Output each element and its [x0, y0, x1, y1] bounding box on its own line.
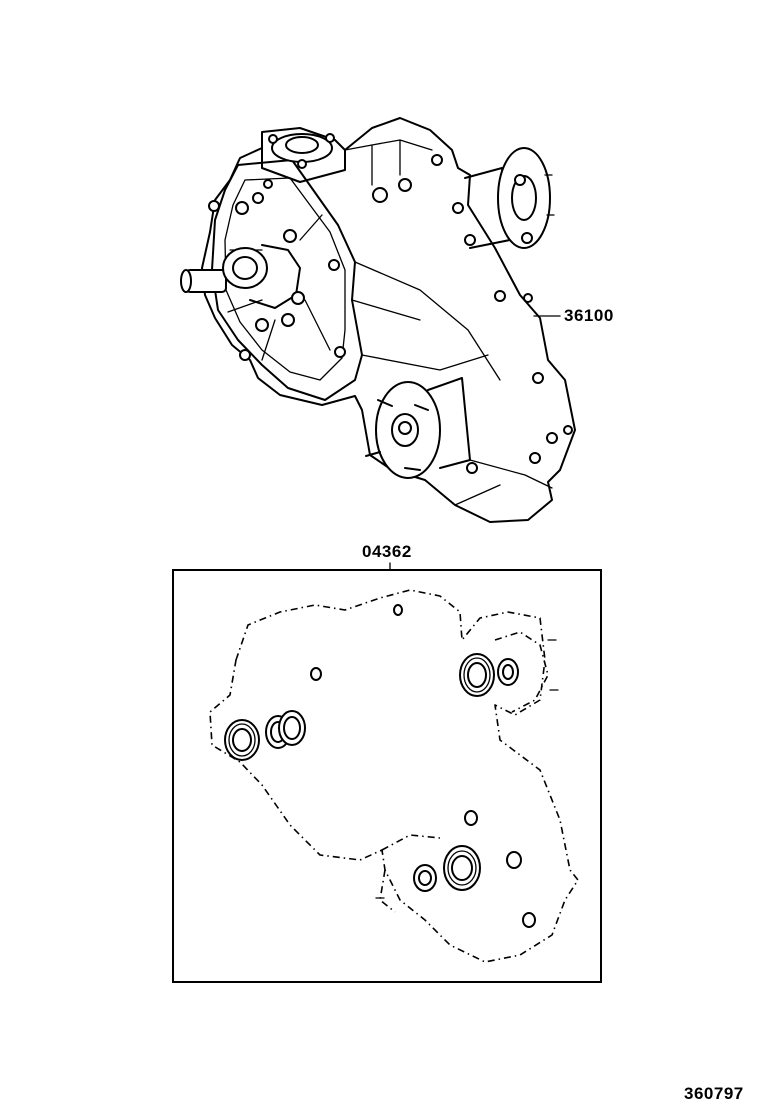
- seal-rear-lower: [443, 845, 481, 891]
- ring-rear-lower: [413, 864, 437, 892]
- part-number-36100[interactable]: 36100: [564, 306, 614, 325]
- gasket-outline: [209, 589, 579, 963]
- ring-front-b: [278, 710, 306, 746]
- gasket-kit-box: [172, 562, 602, 983]
- transfer-case-drawing: [180, 117, 576, 523]
- illustration-id: 360797: [684, 1084, 744, 1103]
- small-washers: [310, 604, 536, 928]
- seal-rear-upper: [459, 653, 495, 697]
- part-number-04362[interactable]: 04362: [362, 542, 412, 561]
- seal-front-left: [224, 719, 260, 761]
- ring-rear-upper: [497, 658, 519, 686]
